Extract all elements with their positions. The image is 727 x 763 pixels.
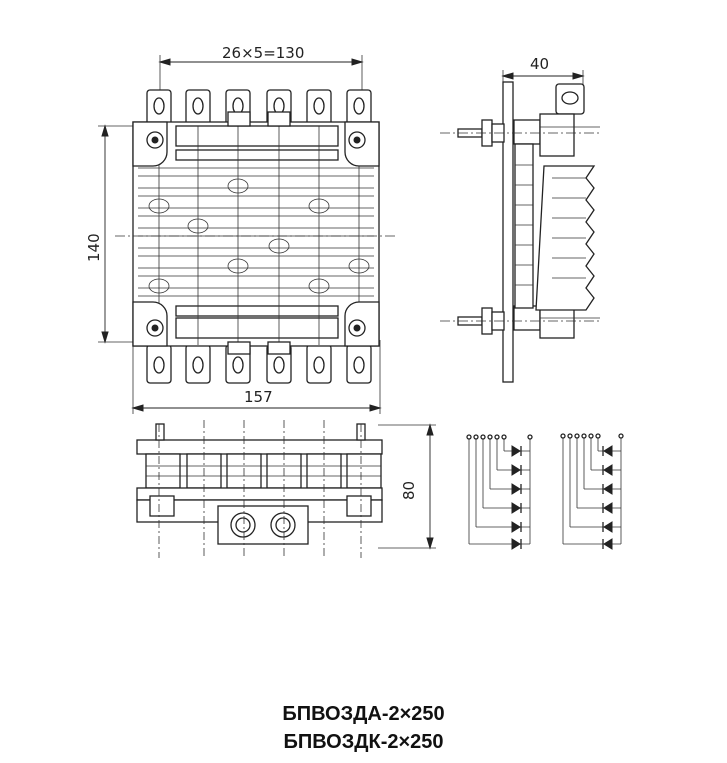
dim-terminal-pitch-label: 26×5=130 (222, 44, 304, 62)
schematic-left (466, 434, 533, 550)
dim-side-depth-label: 40 (530, 55, 549, 73)
dimension-front-height: 80 (378, 423, 436, 550)
dim-front-height-label: 80 (400, 481, 418, 500)
dimension-side-depth: 40 (501, 55, 585, 100)
front-view: 80 (136, 420, 436, 558)
model-title-2: БПВОЗДК-2×250 (283, 731, 444, 753)
dim-height-label: 140 (85, 233, 103, 262)
lower-terminals (146, 344, 372, 384)
schematic-right (560, 433, 624, 550)
dimension-width: 157 (131, 340, 382, 414)
side-view: 40 (440, 55, 600, 383)
dim-width-label: 157 (244, 388, 273, 406)
dimension-height: 140 (85, 124, 150, 344)
upper-terminals (146, 89, 372, 127)
dimension-terminal-pitch: 26×5=130 (158, 44, 364, 92)
heatsink-body (115, 111, 395, 355)
top-view: 26×5=130 140 157 (85, 44, 395, 414)
model-title-1: БПВОЗДА-2×250 (282, 703, 445, 725)
